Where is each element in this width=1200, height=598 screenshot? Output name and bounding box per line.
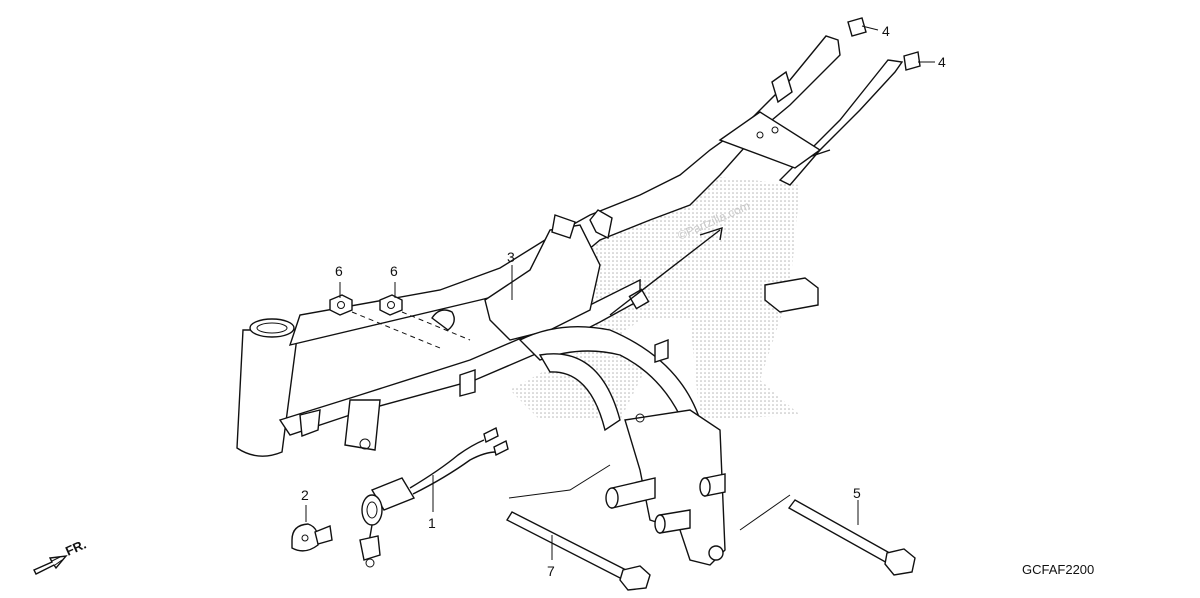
flange-nuts	[329, 294, 471, 349]
callout-5: 5	[853, 485, 861, 501]
callout-6-left: 6	[335, 263, 343, 279]
callout-7: 7	[547, 563, 555, 579]
callout-3: 3	[507, 249, 515, 265]
callout-4-top: 4	[882, 23, 890, 39]
callout-6-right: 6	[390, 263, 398, 279]
callouts: 4 4 3 6 6 2 1 7 5	[301, 23, 946, 579]
front-arrow-icon	[33, 555, 68, 575]
long-bolt-5	[787, 499, 916, 576]
ignition-key	[291, 523, 333, 552]
callout-2: 2	[301, 487, 309, 503]
callout-4-right: 4	[938, 54, 946, 70]
front-label: FR.	[63, 537, 88, 559]
diagram-code: GCFAF2200	[1022, 562, 1094, 577]
ignition-switch-assembly	[359, 426, 509, 568]
front-direction-indicator: FR.	[33, 537, 88, 575]
frame-end-caps	[847, 17, 921, 71]
long-bolt-7	[506, 511, 651, 591]
callout-1: 1	[428, 515, 436, 531]
leader-lines	[305, 25, 935, 560]
frame-body	[236, 35, 904, 566]
